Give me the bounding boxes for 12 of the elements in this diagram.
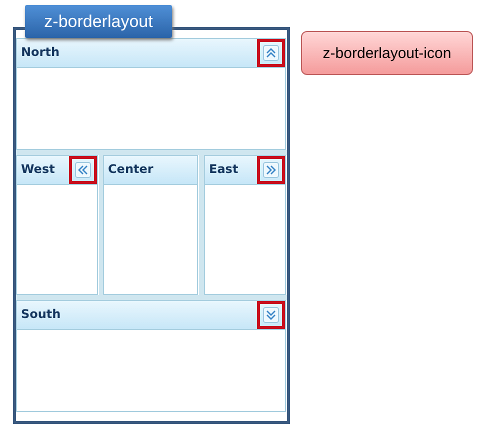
panel-title: Center <box>108 162 154 176</box>
callout-label: z-borderlayout-icon <box>301 31 473 75</box>
title-tab: z-borderlayout <box>25 5 172 38</box>
panel-title: West <box>21 162 55 176</box>
layout-panel <box>16 300 286 412</box>
layout-panel <box>16 155 98 295</box>
panel-title: North <box>21 45 60 59</box>
layout-panel <box>16 38 286 150</box>
layout-panel <box>204 155 286 295</box>
panel-title: East <box>209 162 238 176</box>
layout-panel <box>103 155 198 295</box>
panel-title: South <box>21 307 61 321</box>
